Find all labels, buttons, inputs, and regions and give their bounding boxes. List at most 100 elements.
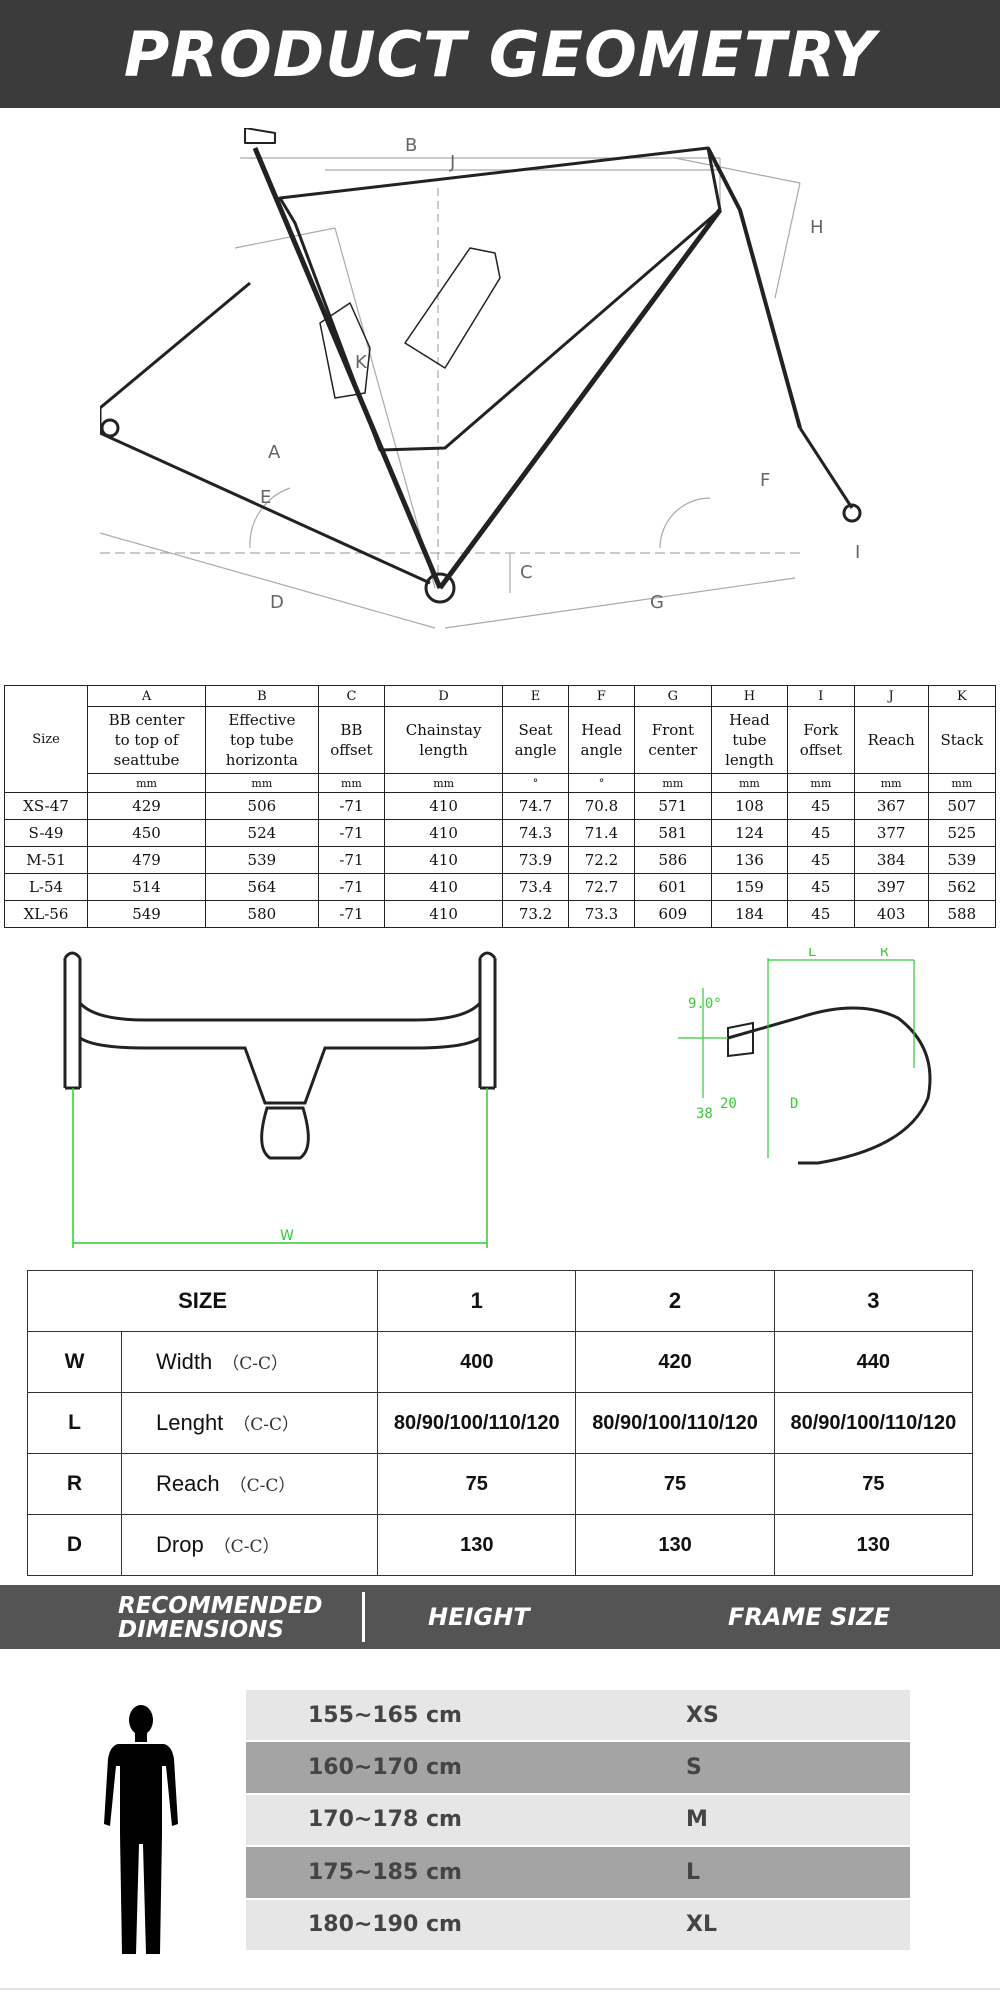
table-cell: 571 [633, 792, 712, 820]
col-unit: mm [787, 773, 855, 793]
table-cell: 410 [384, 873, 504, 901]
table-cell: -71 [317, 819, 386, 847]
human-silhouette-icon [104, 1705, 178, 1954]
dim-label-a: A [268, 442, 281, 463]
table-cell: 397 [853, 873, 929, 901]
rear-dropout [100, 418, 120, 438]
table-cell: 72.2 [567, 846, 635, 874]
handlebar-side-diagram: L R D 9.0° 38 20 [678, 948, 932, 1165]
col-unit: mm [633, 773, 712, 793]
col-letter: J [853, 685, 929, 707]
height-range: 170~178 cm [308, 1807, 462, 1833]
stem-clamp [260, 1106, 310, 1160]
col-unit: ° [567, 773, 635, 793]
col-letter: D [384, 685, 504, 707]
bar-top [78, 1001, 482, 1022]
table-cell: 450 [86, 819, 207, 847]
height-range: 175~185 cm [308, 1859, 462, 1885]
col-name-line: offset [330, 741, 373, 759]
table-cell: 384 [853, 846, 929, 874]
col-unit: mm [927, 773, 997, 793]
angle-arc-f [659, 497, 711, 549]
col-name-line: BB center [108, 711, 185, 729]
col-name-line: Effective [228, 711, 296, 729]
side-label-d: D [790, 1096, 798, 1112]
table-cell: 71.4 [567, 819, 635, 847]
col-name-line: center [648, 741, 698, 759]
side-label-l: L [808, 948, 816, 960]
dim-label-f: F [760, 470, 770, 491]
col-name-line: BB [340, 721, 363, 739]
param-unit: （C-C） [233, 1415, 300, 1435]
table-cell: 410 [384, 846, 504, 874]
param-value: 130 [377, 1514, 577, 1576]
param-label: Drop（C-C） [120, 1514, 379, 1576]
col-unit: mm [853, 773, 929, 793]
param-label: Reach（C-C） [120, 1453, 379, 1515]
table-cell: 586 [633, 846, 712, 874]
table-cell: 564 [205, 873, 319, 901]
col-letter: I [787, 685, 855, 707]
col-name-line: length [419, 741, 468, 759]
dim-line-d [100, 532, 436, 629]
param-value: 80/90/100/110/120 [773, 1392, 974, 1454]
frame-size: M [686, 1807, 708, 1833]
dim-label-e: E [260, 487, 271, 508]
bottle-right [404, 247, 501, 369]
col-name: BB offset [317, 706, 386, 774]
table-cell: 479 [86, 846, 207, 874]
dim-line-h [774, 182, 801, 299]
table-cell: 184 [710, 900, 789, 928]
param-unit: （C-C） [222, 1354, 289, 1374]
col-name-line: Head [729, 711, 770, 729]
table-cell: 609 [633, 900, 712, 928]
param-value: 440 [773, 1331, 974, 1393]
row-size: L-54 [4, 873, 88, 901]
param-label: Width（C-C） [120, 1331, 379, 1393]
col-letter: E [502, 685, 569, 707]
col-unit: ° [502, 773, 569, 793]
table-cell: 429 [86, 792, 207, 820]
table-cell: -71 [317, 873, 386, 901]
col-name-line: tube [732, 731, 767, 749]
param-name: Reach [156, 1471, 220, 1496]
table-cell: 506 [205, 792, 319, 820]
table-cell: 539 [205, 846, 319, 874]
col-unit: mm [710, 773, 789, 793]
table-cell: 108 [710, 792, 789, 820]
table-cell: 45 [787, 819, 855, 847]
band-divider [362, 1592, 365, 1642]
table-cell: 580 [205, 900, 319, 928]
recommended-title-line2: DIMENSIONS [118, 1617, 284, 1643]
bar-bottom [79, 1036, 481, 1105]
col-name-line: to top of [114, 731, 179, 749]
size-col-2: 2 [575, 1270, 775, 1332]
dim-line-g [444, 577, 796, 629]
table-cell: 410 [384, 819, 504, 847]
table-cell: 72.7 [567, 873, 635, 901]
table-cell: -71 [317, 792, 386, 820]
recommended-title-line1: RECOMMENDED [118, 1593, 323, 1619]
side-label-38: 38 [696, 1106, 713, 1122]
param-value: 400 [377, 1331, 577, 1393]
table-cell: 377 [853, 819, 929, 847]
stem-profile [727, 1021, 754, 1058]
size-col-1: 1 [377, 1270, 577, 1332]
col-name-line: angle [580, 741, 623, 759]
page-header: PRODUCT GEOMETRY [0, 0, 1000, 108]
col-letter: H [710, 685, 789, 707]
dim-line-a-top [234, 227, 336, 249]
